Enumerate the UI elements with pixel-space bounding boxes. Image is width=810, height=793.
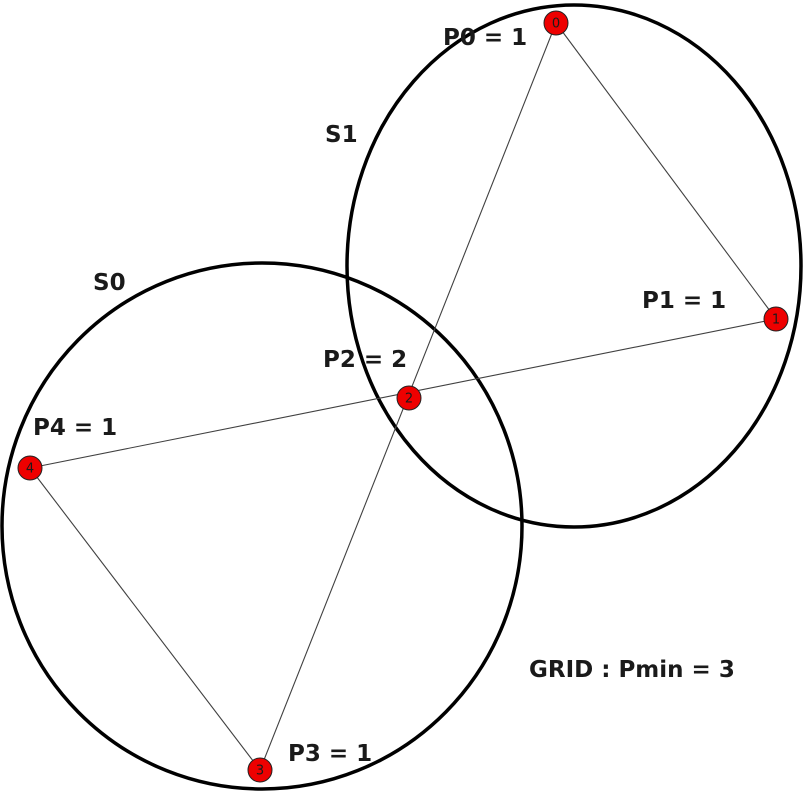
node-2-id: 2 [405, 392, 413, 407]
node-4-id: 4 [26, 462, 34, 477]
node-2-circle [396, 385, 422, 411]
set-s0-label: S0 [93, 270, 126, 296]
node-1-circle [763, 306, 789, 332]
node-4: 4 [17, 455, 43, 481]
set-s0-boundary [0, 261, 524, 791]
node-4-circle [17, 455, 43, 481]
node-1-annotation: P1 = 1 [642, 288, 726, 314]
grid-summary: GRID : Pmin = 3 [529, 657, 735, 683]
node-4-annotation: P4 = 1 [33, 415, 117, 441]
set-s1-boundary [345, 3, 803, 529]
node-0-circle [543, 10, 569, 36]
node-3: 3 [247, 757, 273, 783]
node-0: 0 [543, 10, 569, 36]
edge-0-1 [555, 22, 777, 320]
set-s1-label: S1 [325, 122, 358, 148]
node-2: 2 [396, 385, 422, 411]
node-0-annotation: P0 = 1 [443, 25, 527, 51]
node-1-id: 1 [772, 313, 780, 328]
node-3-id: 3 [256, 764, 264, 779]
node-1: 1 [763, 306, 789, 332]
node-3-circle [247, 757, 273, 783]
node-0-id: 0 [552, 17, 560, 32]
node-2-annotation: P2 = 2 [323, 347, 407, 373]
node-3-annotation: P3 = 1 [288, 741, 372, 767]
edge-4-3 [29, 467, 261, 771]
